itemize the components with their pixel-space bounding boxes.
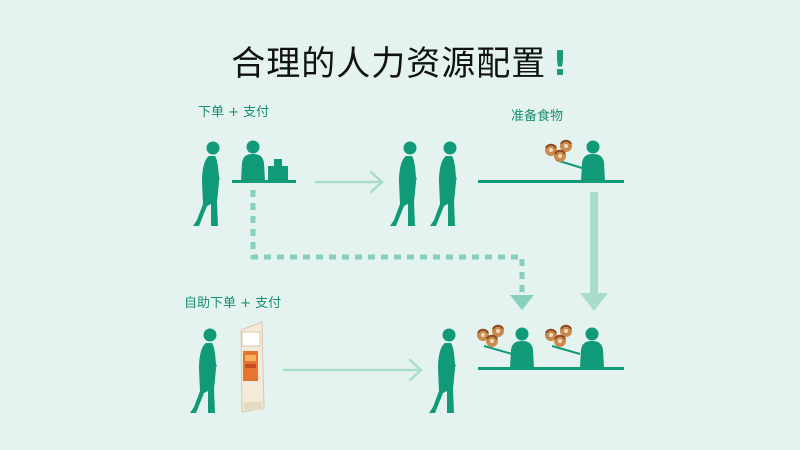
bottom-trays: [483, 345, 581, 355]
prepare-food-counter: [478, 180, 624, 183]
waiting-customer-1: [390, 141, 417, 226]
arrow-dotted-path: [250, 190, 525, 294]
arrow-down-head: [580, 293, 608, 311]
top-left-counter: [232, 180, 296, 183]
top-right-staff: [581, 140, 605, 181]
arrow-dotted-head: [510, 295, 534, 310]
arrow-down-shaft: [590, 192, 598, 294]
donut-icon-left: [476, 324, 505, 348]
label-order-pay: 下单 + 支付: [198, 105, 270, 120]
donut-icon: [544, 139, 573, 163]
top-left-customer: [193, 141, 220, 226]
pickup-customer: [429, 328, 456, 413]
label-self-order-pay: 自助下单 + 支付: [184, 296, 282, 311]
title-text: 合理的人力资源配置: [231, 44, 547, 84]
pickup-staff-2: [580, 327, 604, 368]
arrow-bottom-horizontal: [282, 358, 423, 382]
arrow-top-horizontal: [314, 170, 384, 194]
donut-icon-right: [544, 324, 573, 348]
label-prepare-food: 准备食物: [511, 109, 564, 124]
page-title: 合理的人力资源配置!: [0, 36, 800, 85]
self-order-kiosk-icon: [240, 321, 265, 413]
waiting-customer-2: [430, 141, 457, 226]
exclamation-mark: !: [552, 44, 569, 84]
pickup-counter: [478, 367, 624, 370]
top-left-staff: [241, 140, 265, 181]
pickup-staff-1: [510, 327, 534, 368]
cash-register-icon: [268, 159, 288, 180]
bottom-left-customer: [190, 328, 217, 413]
